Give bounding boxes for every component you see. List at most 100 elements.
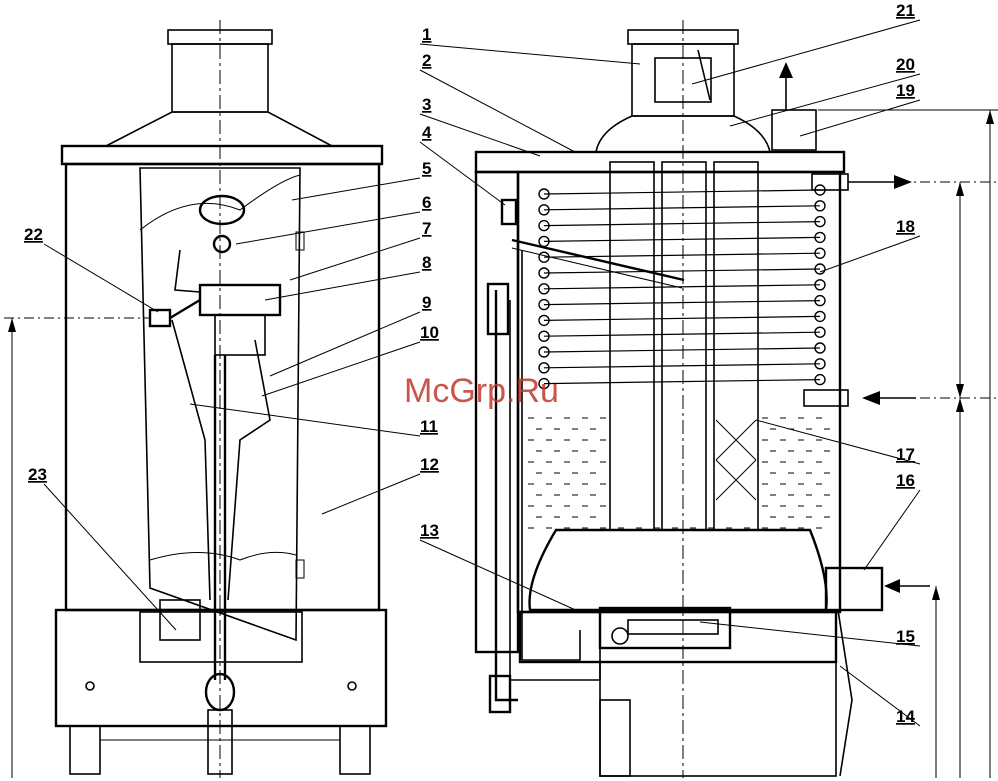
gas-valve-lower — [214, 314, 266, 356]
sight-window — [198, 194, 246, 226]
side-thermocouple — [509, 300, 601, 681]
gas-inlet-pipe — [169, 298, 201, 320]
hot-water-outlet — [771, 109, 817, 151]
combustion-chamber — [528, 528, 828, 612]
coil-section — [538, 267, 550, 279]
coil-section — [814, 263, 826, 275]
coil-section — [814, 215, 826, 228]
leader-16 — [863, 489, 921, 571]
callout-2: 2 — [422, 51, 431, 70]
coil-section — [814, 326, 826, 338]
coil-section — [538, 188, 550, 200]
coil-section — [814, 200, 826, 212]
thermostat-rod — [511, 238, 685, 282]
dim-arrow-1 — [932, 586, 940, 600]
callout-15: 15 — [896, 627, 915, 646]
front-cutaway — [139, 167, 301, 642]
flue-tube-2 — [661, 161, 707, 531]
leader-3 — [419, 113, 541, 157]
coil-turn — [543, 189, 821, 195]
coil-turn — [543, 252, 821, 258]
front-base — [54, 608, 388, 728]
outlet-arrow — [779, 62, 793, 78]
coil-turn — [543, 284, 821, 290]
section-leg-left — [599, 699, 631, 777]
callout-23: 23 — [28, 465, 47, 484]
leader-17 — [755, 419, 921, 465]
coil-section — [538, 314, 550, 327]
callout-3: 3 — [422, 95, 431, 114]
callout-11: 11 — [420, 417, 438, 436]
leader-4 — [419, 141, 506, 206]
callout-13: 13 — [420, 521, 439, 540]
side-valve — [486, 282, 510, 336]
section-leg-right — [837, 609, 853, 777]
leader-12 — [321, 473, 421, 515]
side-drain — [488, 674, 512, 714]
door-latch-top — [295, 231, 305, 251]
section-stand — [599, 661, 837, 777]
front-leg-right — [339, 725, 371, 775]
callout-10: 10 — [420, 323, 439, 342]
flue-tube-3 — [713, 161, 759, 531]
side-gas-pipe — [494, 290, 518, 702]
burner — [598, 606, 732, 650]
coil-turn — [543, 205, 821, 211]
coil-section — [538, 330, 550, 342]
gas-inlet — [148, 308, 172, 328]
gas-valve-block — [198, 283, 282, 317]
leader-20 — [729, 73, 921, 127]
callout-7: 7 — [422, 219, 431, 238]
coil-turn — [543, 315, 821, 321]
callout-1: 1 — [422, 25, 431, 44]
hot-water-fitting — [811, 173, 849, 191]
anode-baffle — [715, 419, 757, 501]
callout-6: 6 — [422, 193, 431, 212]
flue-tube-1 — [609, 161, 655, 531]
coil-turn — [543, 331, 821, 337]
coil-section — [538, 377, 550, 390]
coil-section — [814, 294, 826, 307]
leader-18 — [819, 235, 921, 273]
pilot-tube — [171, 319, 211, 601]
coil-section — [538, 219, 550, 232]
burner-tube — [627, 619, 719, 635]
callout-20: 20 — [896, 55, 915, 74]
leader-7 — [289, 237, 421, 281]
watermark: McGrp.Ru — [404, 372, 559, 410]
callout-21: 21 — [896, 1, 915, 20]
coil-exchanger — [538, 184, 826, 390]
leader-23 — [43, 483, 177, 631]
callout-8: 8 — [422, 253, 431, 272]
leader-1 — [419, 43, 641, 65]
dim-arrow-2b — [956, 384, 964, 398]
pilot-supply-tube — [174, 249, 201, 293]
coil-section — [814, 310, 826, 323]
coil-turn — [543, 221, 821, 227]
coil-section — [814, 373, 826, 386]
callout-9: 9 — [422, 293, 431, 312]
coil-turn — [543, 363, 821, 369]
coil-section — [538, 362, 550, 374]
door-latch-bottom — [295, 559, 305, 579]
water-fill-pattern — [528, 417, 830, 529]
callout-16: 16 — [896, 471, 915, 490]
leader-22 — [43, 243, 159, 313]
leader-14 — [839, 665, 921, 727]
cold-water-inlet — [803, 389, 849, 407]
coil-section — [814, 342, 826, 354]
thermostat-knob — [500, 198, 518, 226]
callout-14: 14 — [896, 707, 915, 726]
front-break-line-bottom — [149, 551, 297, 561]
front-hood — [105, 111, 333, 147]
leader-15 — [699, 621, 921, 647]
leader-6 — [235, 211, 421, 245]
front-break-line-top — [139, 174, 301, 231]
coil-section — [538, 346, 550, 358]
leader-19 — [799, 99, 921, 137]
coil-section — [538, 283, 550, 295]
foot-bolt-right — [347, 681, 357, 691]
callout-5: 5 — [422, 159, 431, 178]
cold-arrow — [862, 391, 880, 405]
